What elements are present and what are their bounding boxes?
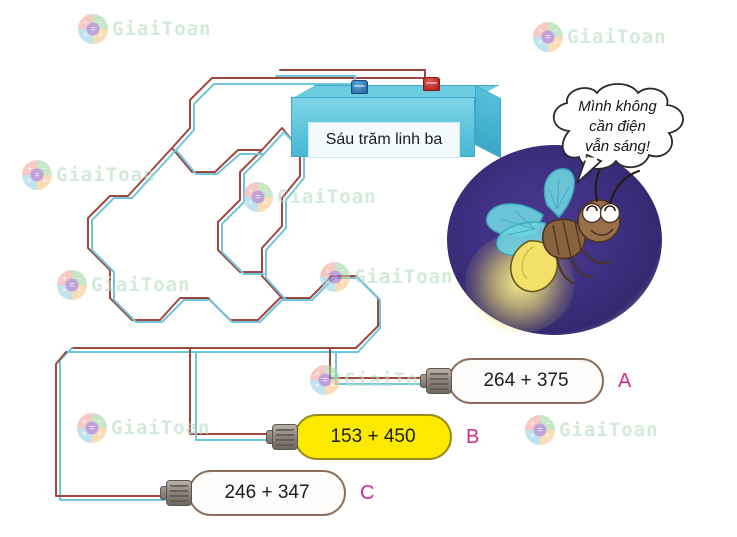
battery-label: Sáu trăm linh ba (308, 122, 460, 158)
bulb-base-icon (420, 366, 454, 396)
bulb-letter-a: A (618, 369, 632, 392)
bulb-letter-b: B (466, 425, 480, 448)
speech-bubble-shape (552, 83, 684, 184)
giaitoan-logo-icon: +−×+= (57, 270, 87, 300)
giaitoan-logo-icon: +−×+= (310, 365, 340, 395)
battery-box: Sáu trăm linh ba (291, 77, 503, 159)
watermark-2: +−×+=GiaiToan (533, 22, 667, 52)
battery-label-text: Sáu trăm linh ba (325, 131, 443, 148)
watermark-1: +−×+=GiaiToan (78, 14, 212, 44)
bulb-letter-c: C (360, 481, 375, 504)
firefly-icon (486, 154, 640, 293)
watermark-6: +−×+=GiaiToan (320, 262, 454, 292)
speech-line-3: vẫn sáng! (584, 137, 651, 155)
battery-front-face: Sáu trăm linh ba (291, 97, 475, 158)
giaitoan-logo-icon: +−×+= (320, 262, 350, 292)
watermark-8: +−×+=GiaiToan (77, 413, 211, 443)
watermark-5: +−×+=GiaiToan (57, 270, 191, 300)
firefly-scene (447, 145, 662, 335)
lead-red-battery (279, 69, 426, 79)
bulb-body-c[interactable]: 246 + 347 (188, 470, 346, 516)
watermark-text: GiaiToan (56, 164, 156, 186)
giaitoan-logo-icon: +−×+= (77, 413, 107, 443)
watermark-9: +−×+=GiaiToan (525, 415, 659, 445)
bus-cyan-a (335, 351, 423, 385)
watermark-text: GiaiToan (112, 18, 212, 40)
bus-red-c (55, 351, 165, 497)
bulb-body-a[interactable]: 264 + 375 (448, 358, 604, 404)
speech-bubble-text: Mình không cần điện vẫn sáng! (539, 85, 696, 169)
speech-line-2: cần điện (589, 118, 646, 136)
watermark-text: GiaiToan (567, 26, 667, 48)
bulb-base-icon (160, 478, 194, 508)
bulb-base-icon (266, 422, 300, 452)
bulb-option-a[interactable]: 264 + 375 A (420, 358, 631, 404)
bulb-body-b[interactable]: 153 + 450 (294, 414, 452, 460)
giaitoan-logo-icon: +−×+= (533, 22, 563, 52)
red-terminal-icon (423, 77, 440, 91)
bus-cyan-c (59, 347, 165, 501)
bulb-expression-b: 153 + 450 (330, 426, 416, 447)
bus-red-a (329, 347, 423, 379)
bulb-expression-c: 246 + 347 (224, 482, 310, 503)
watermark-text: GiaiToan (277, 186, 377, 208)
bulb-option-b[interactable]: 153 + 450 B (266, 414, 479, 460)
watermark-4: +−×+=GiaiToan (243, 182, 377, 212)
lead-cyan-battery (275, 75, 356, 85)
watermark-text: GiaiToan (559, 419, 659, 441)
watermark-text: GiaiToan (91, 274, 191, 296)
bulb-expression-a: 264 + 375 (483, 370, 569, 391)
giaitoan-logo-icon: +−×+= (78, 14, 108, 44)
watermark-text: GiaiToan (111, 417, 211, 439)
watermark-3: +−×+=GiaiToan (22, 160, 156, 190)
speech-line-1: Mình không (578, 98, 657, 116)
bus-cyan-b (195, 351, 269, 441)
watermark-text: GiaiToan (354, 266, 454, 288)
bus-red-b (189, 347, 269, 435)
bulb-option-c[interactable]: 246 + 347 C (160, 470, 374, 516)
giaitoan-logo-icon: +−×+= (525, 415, 555, 445)
giaitoan-logo-icon: +−×+= (22, 160, 52, 190)
blue-terminal-icon (351, 80, 368, 94)
speech-bubble: Mình không cần điện vẫn sáng! (539, 83, 696, 185)
giaitoan-logo-icon: +−×+= (243, 182, 273, 212)
